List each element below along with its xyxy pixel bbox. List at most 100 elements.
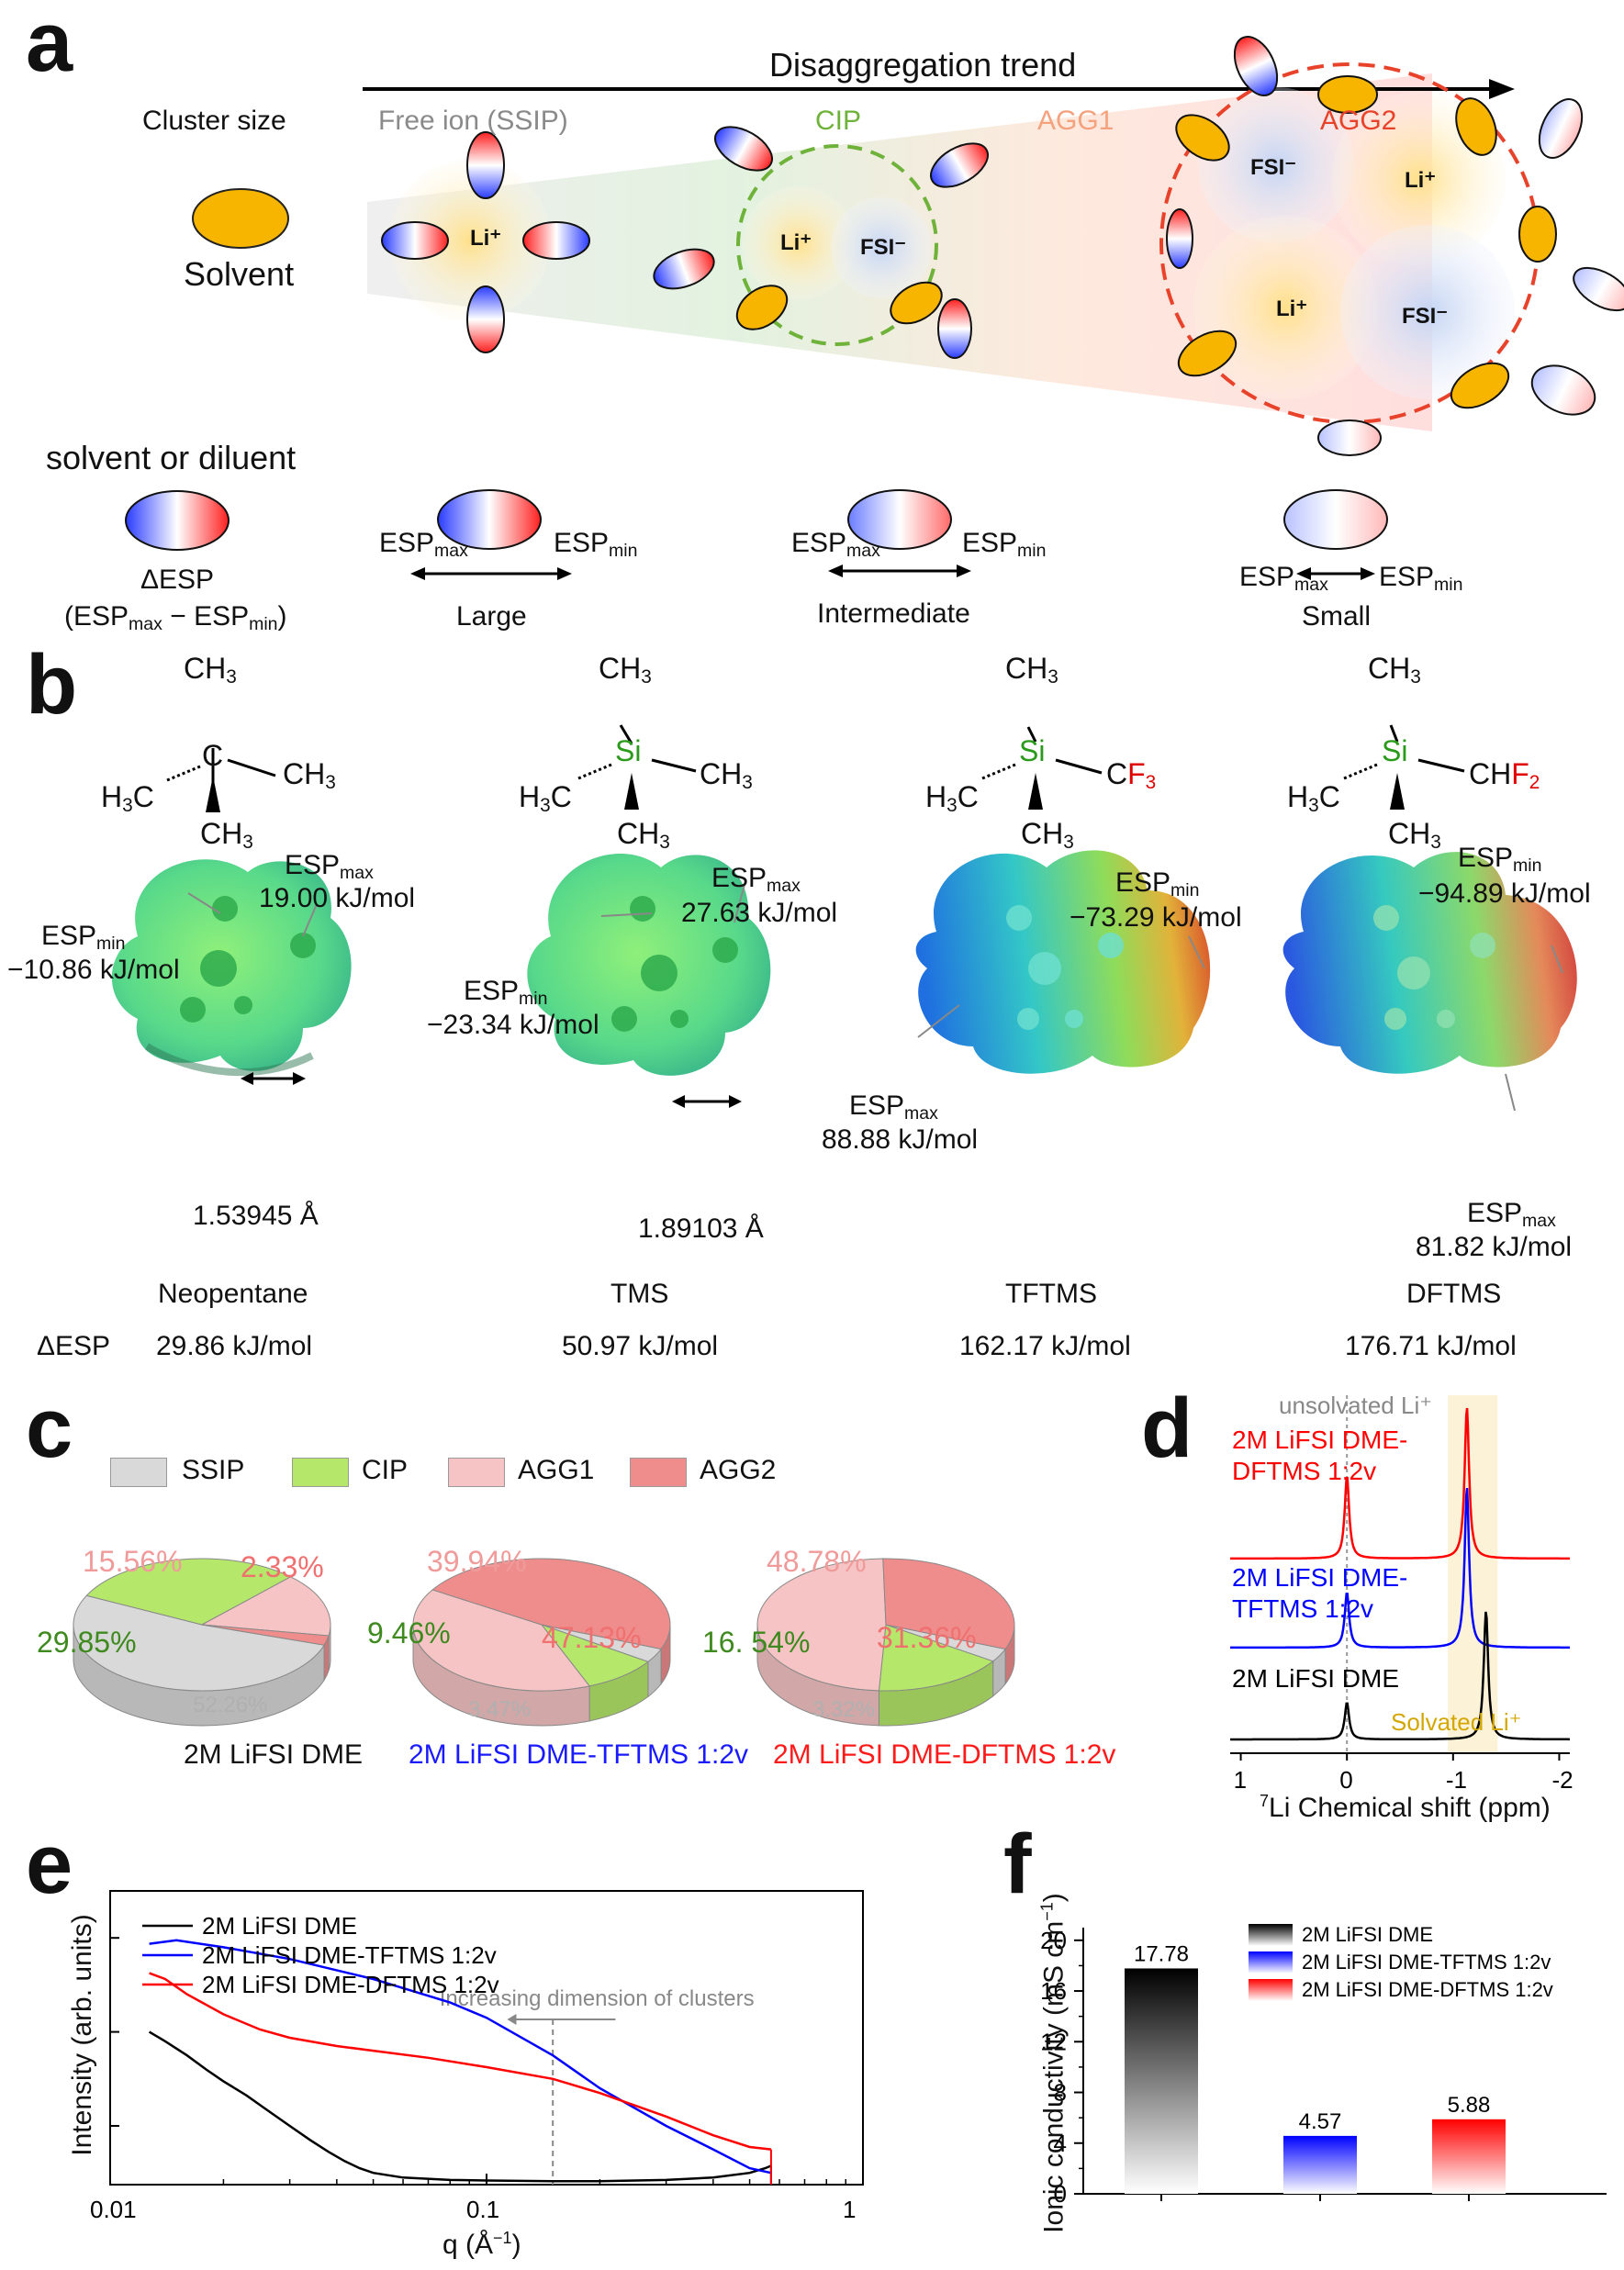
bond-length-neopentane: 1.53945 Å	[193, 1201, 319, 1231]
pie-value-label: 15.56%	[83, 1545, 183, 1578]
cond-legend-label: 2M LiFSI DME-DFTMS 1:2v	[1302, 1978, 1553, 2001]
pie-slice-agg1	[200, 1576, 331, 1637]
unsolvated-annotation: unsolvated Li⁺	[1279, 1392, 1432, 1419]
h3c-label: H3C	[101, 780, 154, 817]
nmr-series-line	[1230, 1487, 1570, 1649]
substituent-tms: CH3	[700, 757, 753, 794]
pie-value-label: 9.46%	[367, 1616, 451, 1649]
ch3-bottom-label: CH3	[617, 817, 670, 854]
ch3-top-label: CH3	[1005, 652, 1058, 688]
nmr-series-line	[1230, 1611, 1570, 1741]
legend-swatch-ssip	[110, 1458, 167, 1487]
pie-value-label: 2.33%	[241, 1550, 324, 1583]
panel-a-diagram	[125, 36, 1624, 580]
structure-tftms	[981, 726, 1103, 810]
esp-max-value-dftms: 81.82 kJ/mol	[1416, 1232, 1573, 1262]
saxs-series-line	[149, 1972, 772, 2151]
esp-ellipse-legend	[125, 490, 230, 551]
saxs-series-line	[148, 2030, 772, 2183]
saxs-ylabel: Intensity (arb. units)	[67, 1914, 97, 2156]
solvated-annotation: Solvated Li⁺	[1391, 1708, 1521, 1736]
desp-value-neopentane: 29.86 kJ/mol	[156, 1331, 313, 1361]
esp-min-value-tms: −23.34 kJ/mol	[427, 1010, 599, 1040]
esp-max-label: ESPmax	[379, 528, 468, 561]
pie-3: 3.32%16. 54%48.78%31.36%	[702, 1545, 1015, 1727]
esp-max-label: ESPmax	[285, 850, 374, 883]
esp-max-label: ESPmax	[791, 528, 880, 561]
esp-max-value-tftms: 88.88 kJ/mol	[822, 1124, 979, 1155]
pie-slice-agg1	[412, 1589, 590, 1692]
pie-title-2: 2M LiFSI DME-TFTMS 1:2v	[409, 1739, 749, 1770]
cluster-arrowhead	[507, 2014, 517, 2025]
saxs-legend-label: 2M LiFSI DME-DFTMS 1:2v	[202, 1971, 499, 1998]
nmr-series-line	[1230, 1407, 1570, 1560]
pie-value-label: 3.32%	[812, 1697, 875, 1722]
esp-leader-lines	[187, 880, 1563, 1112]
pie-slice-agg2	[201, 1624, 330, 1646]
magnitude-intermediate: Intermediate	[817, 598, 970, 629]
pie-value-label: 16. 54%	[702, 1626, 810, 1659]
molecule-name-neopentane: Neopentane	[158, 1279, 308, 1309]
pie-slice-cip	[540, 1623, 649, 1687]
esp-min-label: ESPmin	[1115, 867, 1200, 900]
nmr-series-label: 2M LiFSI DME	[1232, 1664, 1399, 1693]
nmr-xlabel: 7Li Chemical shift (ppm)	[1260, 1792, 1551, 1823]
panel-label-d: d	[1141, 1381, 1193, 1475]
esp-min-value-neopentane: −10.86 kJ/mol	[7, 955, 180, 985]
panel-label-b: b	[26, 638, 78, 732]
desp-value-tms: 50.97 kJ/mol	[562, 1331, 719, 1361]
pie-slice-cip	[85, 1558, 292, 1626]
species-ssip: Free ion (SSIP)	[378, 106, 568, 136]
ch3-bottom-label: CH3	[1021, 817, 1074, 854]
pie-title-1: 2M LiFSI DME	[184, 1739, 364, 1770]
h3c-label: H3C	[1287, 780, 1340, 817]
esp-min-value-dftms: −94.89 kJ/mol	[1418, 878, 1591, 909]
esp-max-value-tms: 27.63 kJ/mol	[681, 898, 838, 928]
nmr-x-tick-label: 1	[1234, 1766, 1247, 1794]
cip-boundary	[736, 144, 938, 346]
pie-value-label: 39.94%	[427, 1545, 527, 1578]
bond-length-arrows	[241, 1072, 742, 1108]
magnitude-small: Small	[1302, 601, 1372, 632]
pie-value-label: 52.26%	[193, 1693, 267, 1717]
nmr-series-label: 2M LiFSI DME-	[1232, 1563, 1407, 1592]
esp-max-label: ESPmax	[849, 1090, 938, 1124]
pie-value-label: 47.13%	[542, 1621, 642, 1654]
esp-min-label: ESPmin	[1379, 562, 1463, 595]
conductivity-bar	[1432, 2119, 1506, 2194]
ssip-cluster	[389, 160, 551, 321]
substituent-dftms: CHF2	[1469, 757, 1540, 794]
desp-value-tftms: 162.17 kJ/mol	[959, 1331, 1131, 1361]
conductivity-value-label: 17.78	[1134, 1941, 1189, 1966]
esp-min-label: ESPmin	[1458, 843, 1542, 876]
nmr-x-tick-label: 0	[1339, 1766, 1352, 1794]
center-atom-dftms: Si	[1382, 734, 1408, 767]
nmr-x-tick-label: -1	[1446, 1766, 1467, 1794]
saxs-x-tick-label: 0.01	[90, 2196, 137, 2223]
li-label: Li⁺	[1276, 296, 1307, 321]
legend-swatch-cip	[292, 1458, 349, 1487]
conductivity-value-label: 5.88	[1448, 2093, 1491, 2118]
cond-y-tick-label: 12	[1040, 2028, 1067, 2055]
conductivity-bar	[1283, 2135, 1357, 2194]
cond-y-tick-label: 8	[1054, 2079, 1067, 2107]
disaggregation-trend-label: Disaggregation trend	[769, 46, 1077, 84]
esp-min-label: ESPmin	[554, 528, 638, 561]
pie-2: 3.47%9.46%39.94%47.13%	[367, 1545, 671, 1727]
esp-surface-dftms	[1282, 852, 1577, 1074]
esp-min-label: ESPmin	[41, 921, 126, 954]
legend-label-ssip: SSIP	[182, 1455, 245, 1485]
cond-legend-label: 2M LiFSI DME-TFTMS 1:2v	[1302, 1951, 1551, 1974]
species-agg2: AGG2	[1320, 106, 1397, 136]
cond-y-tick-label: 0	[1054, 2180, 1067, 2208]
pie-value-label: 48.78%	[767, 1545, 867, 1578]
esp-surface-tms	[527, 853, 771, 1076]
nmr-series-label: DFTMS 1:2v	[1232, 1457, 1376, 1485]
structure-dftms	[1343, 724, 1465, 810]
conductivity-ylabel: Ionic conductivity (mS cm−1)	[1037, 1893, 1070, 2233]
esp-ellipse-small	[1283, 489, 1388, 550]
pie-1: 52.26%29.85%15.56%2.33%	[37, 1545, 331, 1727]
saxs-legend-label: 2M LiFSI DME	[202, 1912, 357, 1940]
fsi-label: FSI⁻	[1402, 304, 1449, 329]
